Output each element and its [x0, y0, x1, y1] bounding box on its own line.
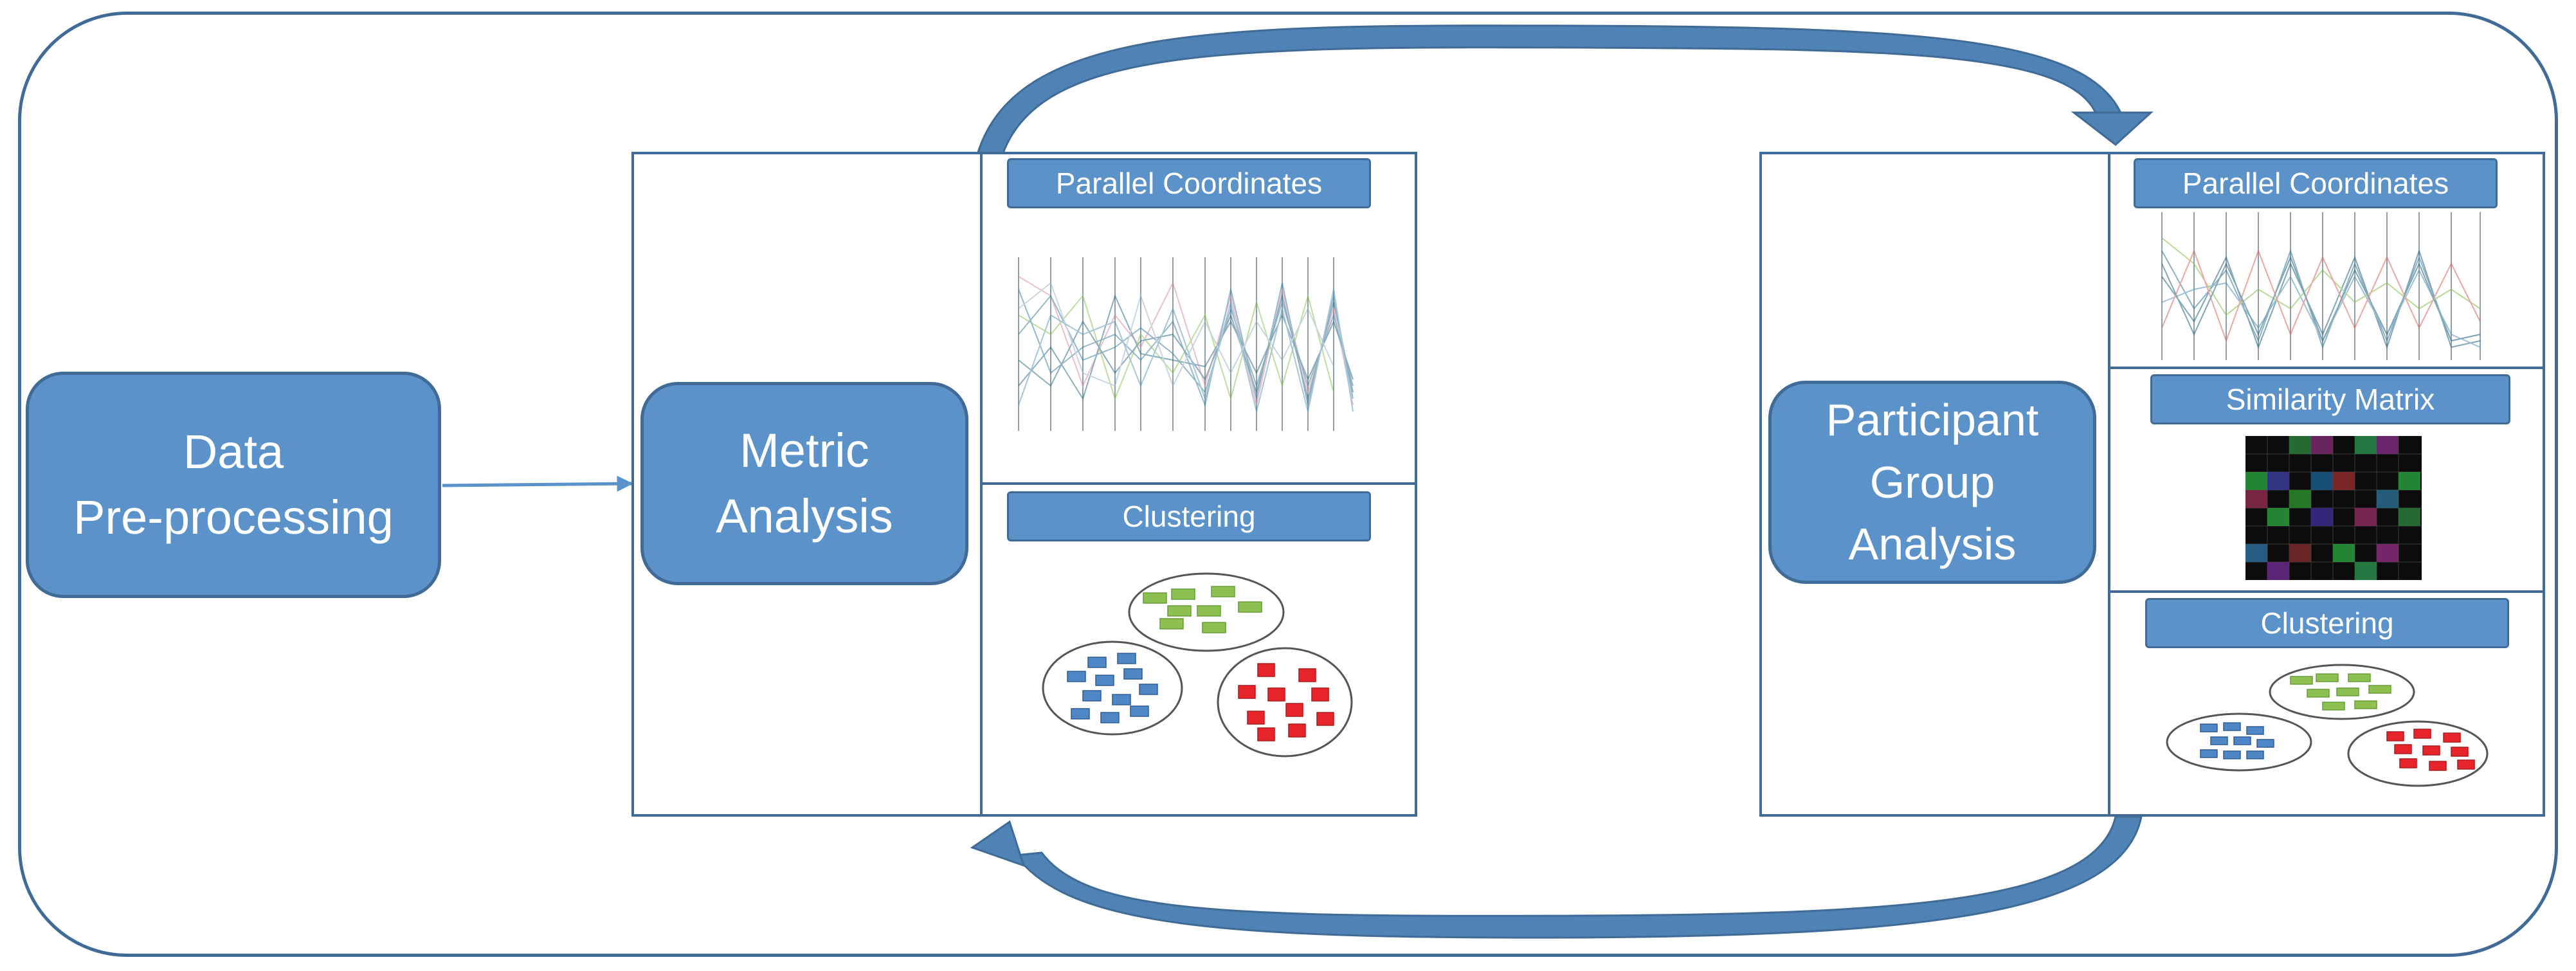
participant-parallel-coordinates-label: Parallel Coordinates — [2134, 158, 2498, 208]
participant-views-divider-1 — [2108, 367, 2545, 369]
arrow-metric-to-participant — [975, 24, 2124, 156]
participant-views-divider-2 — [2108, 590, 2545, 593]
similarity-matrix-label: Similarity Matrix — [2150, 374, 2510, 424]
node-label-line: Data — [183, 424, 284, 478]
metric-parallel-coordinates-label: Parallel Coordinates — [1007, 158, 1371, 208]
participant-clustering-label: Clustering — [2145, 598, 2509, 648]
arrow-preprocess-to-metric — [442, 475, 633, 492]
metric-parallel-coordinates-plot — [1012, 257, 1359, 431]
node-label-line: Metric — [739, 423, 869, 477]
node-label-line: Pre-processing — [73, 491, 394, 544]
metric-views-divider-horizontal — [980, 482, 1417, 485]
data-preprocessing-box: Data Pre-processing — [26, 372, 441, 598]
arrowhead-top — [2071, 111, 2154, 146]
node-label-line: Analysis — [1848, 519, 2017, 570]
metric-clustering-illustration — [1042, 572, 1353, 758]
metric-clustering-label: Clustering — [1007, 491, 1371, 541]
similarity-matrix-heatmap — [2245, 436, 2422, 580]
arrow-participant-to-metric — [1014, 815, 2143, 939]
participant-parallel-coordinates-plot — [2155, 212, 2490, 360]
participant-clustering-illustration — [2166, 664, 2489, 787]
arrowhead-bottom — [970, 820, 1026, 867]
node-label-line: Group — [1869, 457, 1995, 507]
metric-analysis-box: Metric Analysis — [640, 382, 968, 585]
node-label-line: Participant — [1826, 395, 2039, 446]
participant-group-analysis-box: Participant Group Analysis — [1768, 381, 2096, 584]
participant-views-divider-vertical — [2108, 152, 2110, 817]
node-label-line: Analysis — [716, 489, 893, 543]
outer-frame — [18, 12, 2558, 957]
